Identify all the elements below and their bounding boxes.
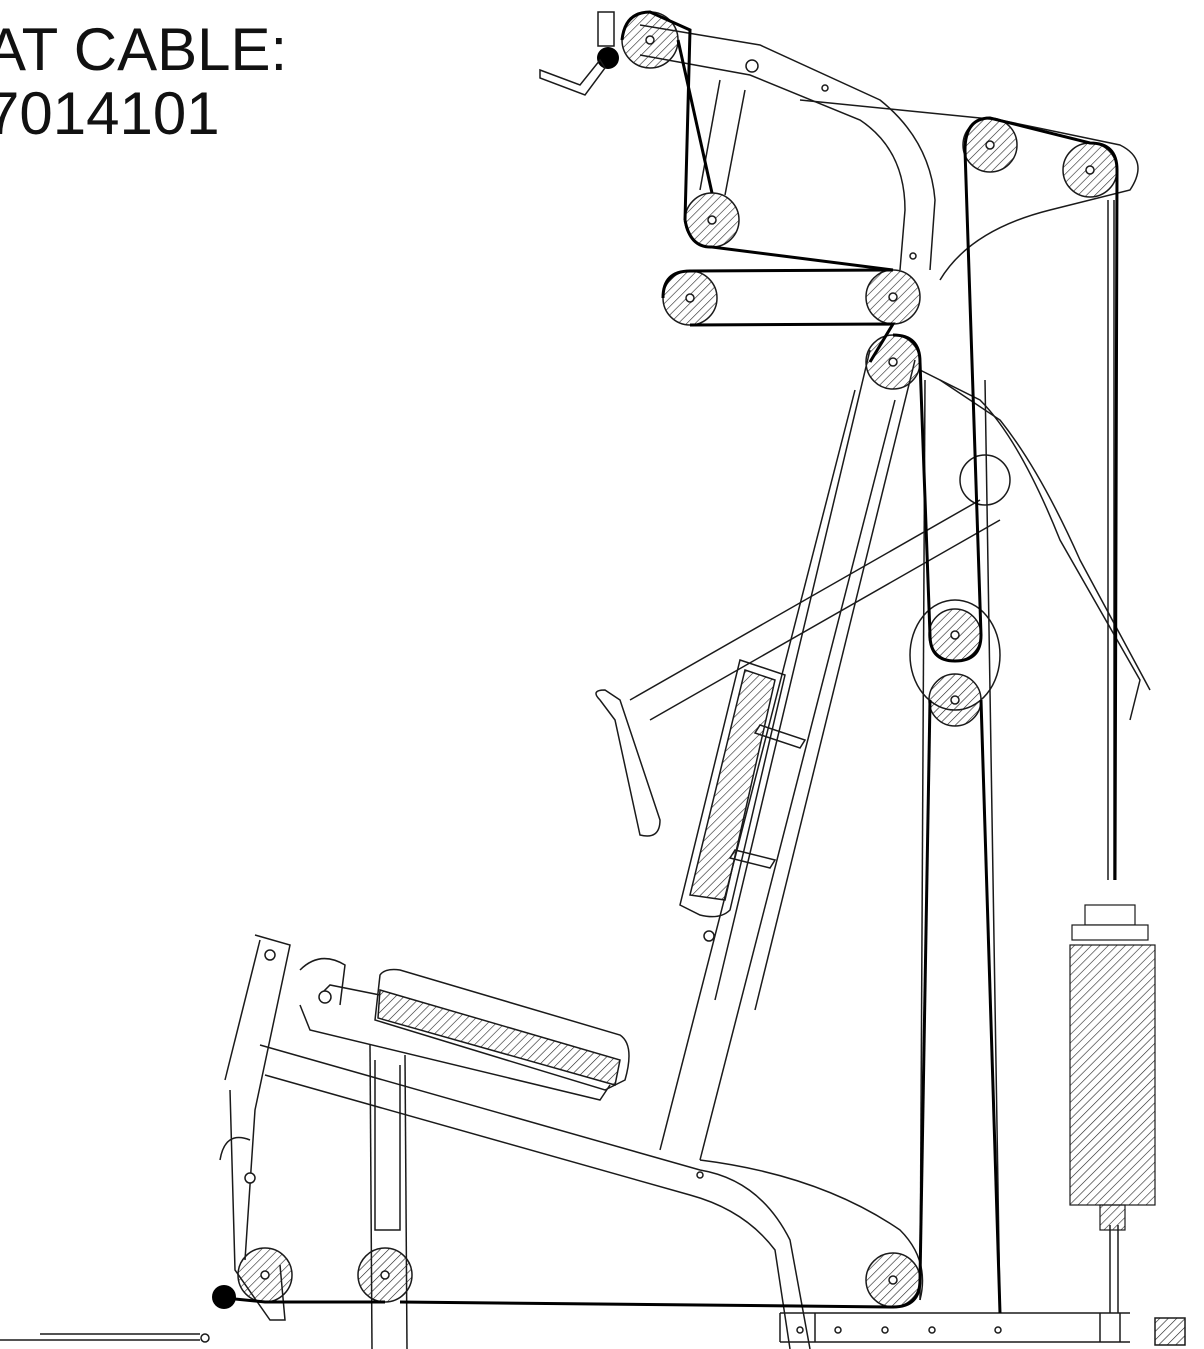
cable-end-top [597, 47, 619, 69]
weight-stack [1069, 904, 1156, 1231]
cable-ends [212, 47, 619, 1309]
cable-route [224, 10, 1119, 1314]
top-clamp [597, 11, 615, 47]
diagram-title: AT CABLE: 7014101 [0, 18, 287, 146]
machine-frame [0, 24, 1186, 1349]
cable-end-bottom [212, 1285, 236, 1309]
title-line-part-number: 7014101 [0, 80, 220, 147]
top-handle [539, 58, 606, 96]
pulleys [237, 11, 1118, 1308]
title-line-cable: AT CABLE: [0, 16, 288, 83]
fastener-holes [244, 59, 1002, 1334]
